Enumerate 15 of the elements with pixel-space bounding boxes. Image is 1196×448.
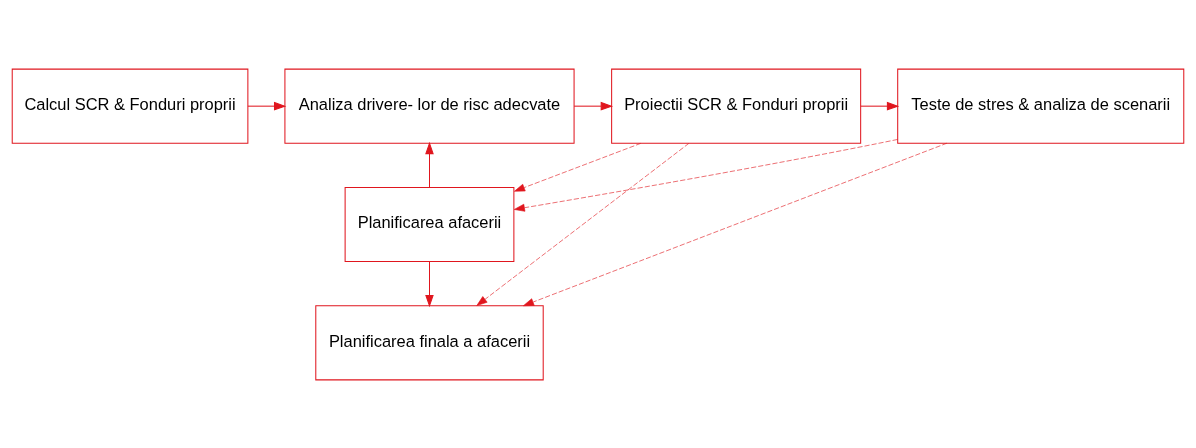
arrow <box>476 142 690 306</box>
arrow <box>425 260 434 307</box>
arrow <box>425 141 434 188</box>
node-box: Analiza drivere- lor de risc adecvate <box>284 68 575 144</box>
node-box: Planificarea finala a afacerii <box>315 304 544 380</box>
node-box: Teste de stres & analiza de scenarii <box>897 68 1185 144</box>
arrow <box>514 142 642 192</box>
arrow <box>523 142 948 306</box>
node-box: Proiectii SCR & Fonduri proprii <box>611 68 862 144</box>
arrow <box>513 138 898 212</box>
arrow <box>247 101 287 110</box>
arrow <box>860 101 900 110</box>
node-box: Calcul SCR & Fonduri proprii <box>11 68 249 144</box>
arrow <box>573 101 614 110</box>
node-box: Planificarea afacerii <box>344 186 515 262</box>
